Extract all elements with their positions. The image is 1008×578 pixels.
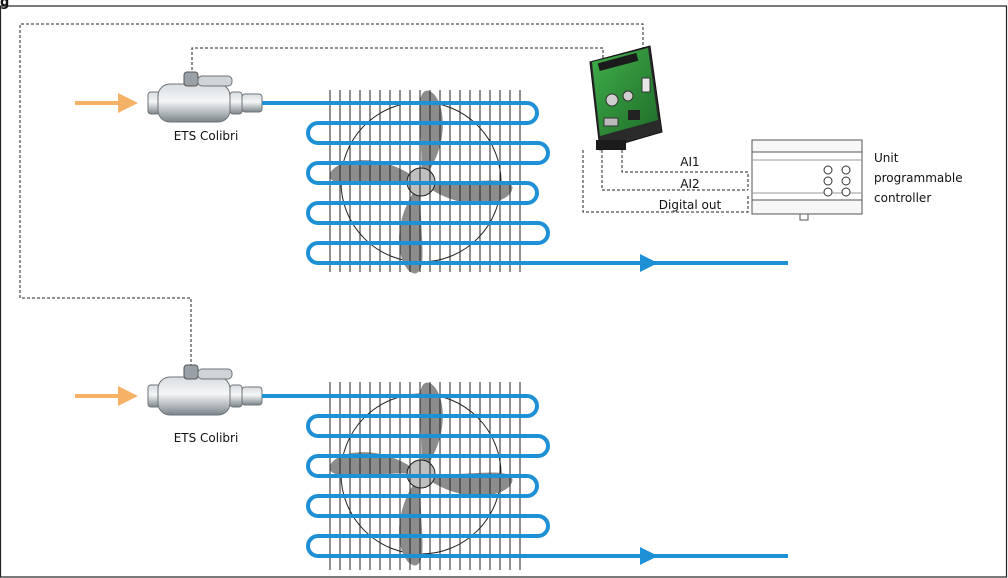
signal-label-ai1: AI1 bbox=[680, 155, 699, 169]
figure-title-fragment: g bbox=[0, 0, 9, 10]
wire-digital-out bbox=[582, 150, 749, 213]
controller-label-line-1: Unit bbox=[874, 151, 899, 165]
refrigerant-coil bbox=[262, 394, 788, 558]
signal-label-digital-out: Digital out bbox=[659, 198, 722, 212]
refrigerant-coil bbox=[262, 101, 788, 265]
wire-ai1 bbox=[621, 150, 749, 190]
controller-label-line-3: controller bbox=[874, 191, 931, 205]
controller-label-line-2: programmable bbox=[874, 171, 963, 185]
wire-valve2 bbox=[19, 23, 644, 368]
refrigerant-inlet-arrow bbox=[75, 386, 138, 406]
fan-icon bbox=[329, 382, 513, 566]
figure-frame bbox=[0, 5, 1008, 578]
wire-ai2 bbox=[601, 150, 748, 191]
valve-label: ETS Colibri bbox=[174, 129, 239, 143]
valve-driver-board bbox=[589, 45, 663, 151]
refrigerant-inlet-arrow bbox=[75, 93, 138, 113]
valve-label: ETS Colibri bbox=[174, 431, 239, 445]
ets-colibri-valve bbox=[147, 71, 263, 123]
condenser-unit-1: ETS Colibri bbox=[75, 71, 788, 274]
ets-colibri-valve bbox=[147, 364, 263, 416]
signal-label-ai2: AI2 bbox=[680, 177, 699, 191]
wire-valve1 bbox=[191, 47, 604, 80]
unit-controller-device bbox=[751, 139, 863, 221]
condenser-unit-2: ETS Colibri bbox=[75, 364, 788, 570]
outlet-arrow bbox=[640, 254, 658, 272]
outlet-arrow bbox=[640, 547, 658, 565]
